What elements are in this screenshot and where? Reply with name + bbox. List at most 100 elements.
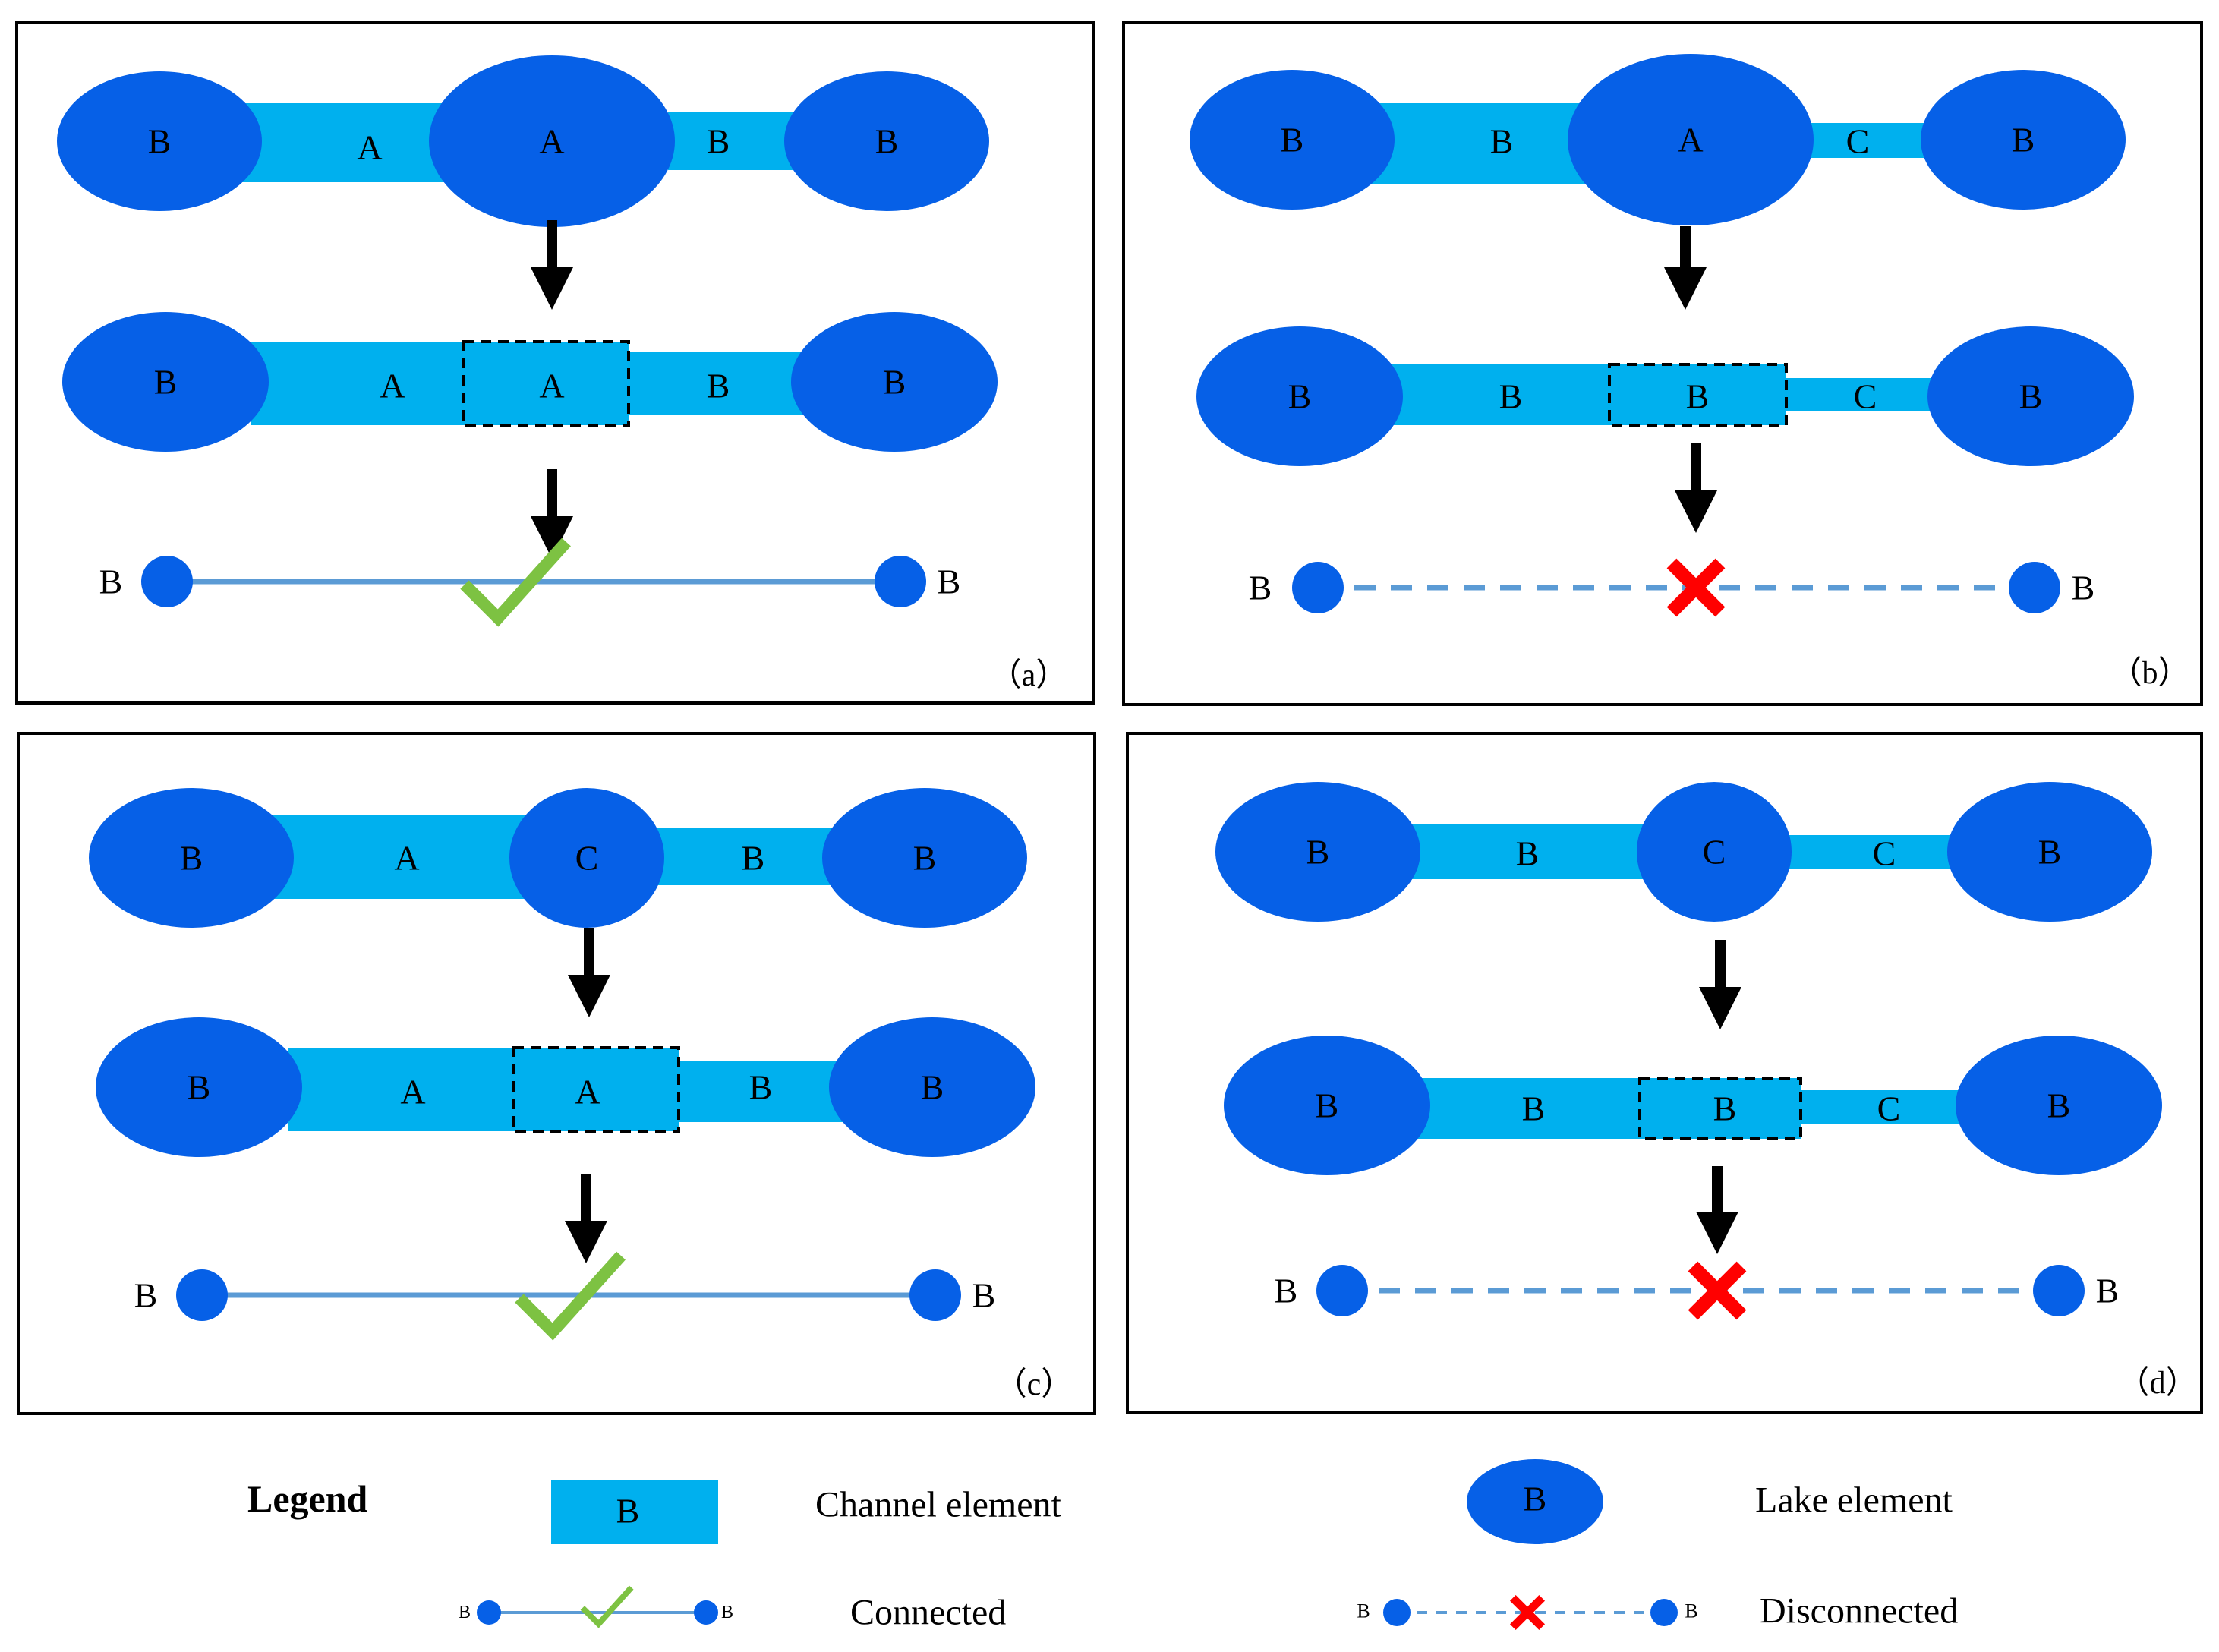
channel-element bbox=[288, 1048, 513, 1131]
channel-label: C bbox=[1877, 1089, 1901, 1128]
lake-element bbox=[1637, 782, 1792, 922]
lake-element bbox=[791, 312, 998, 452]
channel-label: A bbox=[539, 367, 564, 405]
lake-element bbox=[57, 71, 262, 211]
node-start bbox=[141, 556, 193, 607]
channel-label: B bbox=[1522, 1089, 1546, 1128]
channel-label: B bbox=[707, 122, 730, 161]
legend-disconnected-text: Disconnected bbox=[1760, 1591, 1958, 1632]
node-label: B bbox=[99, 563, 123, 601]
lake-label: B bbox=[2038, 833, 2062, 872]
channel-label: A bbox=[357, 128, 382, 167]
lake-element bbox=[1921, 70, 2126, 210]
lake-element bbox=[829, 1017, 1035, 1157]
channel-element bbox=[629, 352, 805, 415]
panel-label: （c） bbox=[995, 1367, 1073, 1402]
lake-element bbox=[1927, 326, 2134, 466]
panel-label: （b） bbox=[2110, 656, 2189, 691]
panel-label: （a） bbox=[990, 658, 1068, 693]
lake-label: B bbox=[148, 122, 172, 161]
node-end bbox=[875, 556, 926, 607]
legend-title: Legend bbox=[247, 1477, 368, 1520]
panel-frame bbox=[17, 732, 1096, 1415]
channel-label: A bbox=[380, 367, 405, 405]
legend-disconnected-node-start bbox=[1383, 1599, 1411, 1626]
channel-label: A bbox=[400, 1073, 425, 1111]
highlighted-channel-box bbox=[1638, 1077, 1802, 1140]
node-label: B bbox=[1275, 1272, 1298, 1310]
lake-element bbox=[1947, 782, 2152, 922]
lake-label: B bbox=[154, 363, 178, 402]
node-end bbox=[909, 1269, 961, 1321]
channel-label: A bbox=[575, 1073, 600, 1111]
legend-connected-node-end bbox=[694, 1600, 718, 1625]
legend-channel-symbol: B bbox=[616, 1492, 640, 1531]
cross-icon bbox=[1688, 1261, 1747, 1320]
lake-element bbox=[1215, 782, 1420, 922]
channel-label: C bbox=[1873, 834, 1896, 873]
lake-element bbox=[822, 788, 1027, 928]
lake-label: B bbox=[2019, 377, 2043, 416]
node-end bbox=[2009, 562, 2060, 613]
channel-label: B bbox=[1686, 377, 1710, 416]
lake-element bbox=[509, 788, 664, 928]
legend-disconnected-end-label: B bbox=[1685, 1600, 1697, 1622]
lake-element bbox=[1956, 1036, 2162, 1175]
lake-label: A bbox=[539, 122, 564, 161]
node-label: B bbox=[2096, 1272, 2120, 1310]
lake-label: B bbox=[1288, 377, 1312, 416]
lake-label: C bbox=[575, 839, 599, 878]
panel-frame bbox=[1126, 732, 2203, 1414]
channel-label: B bbox=[1516, 834, 1540, 873]
lake-label: A bbox=[1678, 121, 1703, 159]
lake-element bbox=[784, 71, 989, 211]
lake-element bbox=[89, 788, 294, 928]
cross-icon bbox=[1666, 558, 1726, 617]
legend-cross-icon bbox=[1509, 1594, 1546, 1631]
node-start bbox=[1292, 562, 1344, 613]
channel-label: C bbox=[1846, 122, 1870, 161]
highlighted-channel-box bbox=[462, 340, 630, 427]
lake-element bbox=[429, 55, 675, 227]
legend-lake-swatch bbox=[1467, 1459, 1603, 1544]
legend-disconnected-node-end bbox=[1650, 1599, 1678, 1626]
lake-label: B bbox=[1281, 121, 1304, 159]
lake-label: B bbox=[875, 122, 899, 161]
lake-element bbox=[1568, 54, 1814, 225]
channel-label: B bbox=[707, 367, 730, 405]
node-start bbox=[176, 1269, 228, 1321]
lake-label: B bbox=[188, 1068, 211, 1107]
legend-channel-swatch bbox=[551, 1480, 718, 1544]
channel-element bbox=[513, 1048, 679, 1131]
lake-label: B bbox=[180, 839, 203, 878]
panels: B A B A B B B A A B B B （a） B A B B C B B B B C B B （b） B C B A B B B A A B… bbox=[15, 21, 2203, 1415]
channel-label: A bbox=[394, 839, 419, 878]
lake-label: C bbox=[1703, 833, 1726, 872]
channel-label: B bbox=[742, 839, 765, 878]
node-label: B bbox=[134, 1276, 158, 1315]
channel-element bbox=[1640, 1078, 1801, 1139]
channel-element bbox=[1382, 364, 1609, 425]
highlighted-channel-box bbox=[1608, 363, 1788, 427]
channel-label: C bbox=[1854, 377, 1877, 416]
channel-label: B bbox=[1499, 377, 1523, 416]
lake-label: B bbox=[1316, 1086, 1339, 1125]
legend-check-icon bbox=[580, 1585, 634, 1628]
lake-element bbox=[96, 1017, 302, 1157]
lake-label: B bbox=[2047, 1086, 2071, 1125]
legend-connected-node-start bbox=[477, 1600, 501, 1625]
legend-connected-end-label: B bbox=[721, 1603, 733, 1622]
node-label: B bbox=[1249, 569, 1272, 607]
lake-element bbox=[1190, 70, 1395, 210]
panel-frame bbox=[1122, 21, 2203, 706]
legend-lake-symbol: B bbox=[1524, 1480, 1547, 1518]
channel-label: B bbox=[1490, 122, 1514, 161]
node-label: B bbox=[972, 1276, 996, 1315]
lake-label: B bbox=[2012, 121, 2035, 159]
